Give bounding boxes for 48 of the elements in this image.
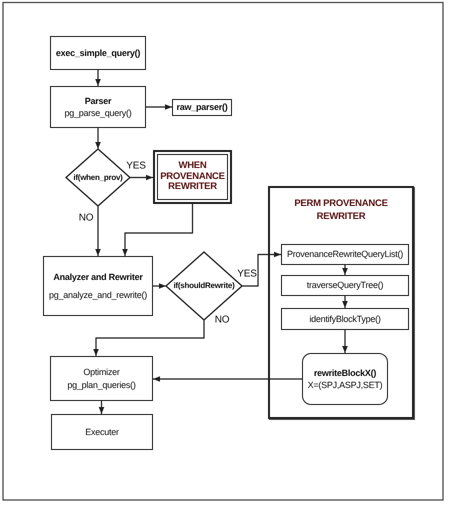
arrow <box>93 320 205 356</box>
arrow <box>153 376 302 382</box>
step-label: pg_analyze_and_rewrite() <box>48 290 148 300</box>
arrow <box>130 174 153 180</box>
process-box <box>281 244 409 265</box>
process-box <box>172 99 232 116</box>
step-label: pg_parse_query() <box>64 108 132 118</box>
arrow <box>242 252 281 287</box>
arrow <box>95 70 101 86</box>
process-box <box>51 414 153 450</box>
step-label: WHEN PROVENANCE REWRITER <box>159 160 226 194</box>
process-box <box>50 356 153 401</box>
step-label: exec_simple_query() <box>56 48 140 58</box>
step-label: raw_parser() <box>176 102 228 113</box>
step-label: traverseQueryTree() <box>306 280 384 291</box>
step-label: rewriteBlockX() <box>314 368 376 378</box>
double-bordered-box <box>153 150 232 204</box>
step-label: pg_plan_queries() <box>67 380 136 390</box>
edge-label: NO <box>78 212 94 224</box>
edge-label: NO <box>214 314 230 326</box>
condition-label: if(shouldRewrite) <box>173 281 235 291</box>
step-label: X=(SPJ,ASPJ,SET) <box>308 380 382 390</box>
step-label: Executer <box>85 426 119 438</box>
arrow <box>95 206 101 256</box>
process-box <box>50 36 146 70</box>
arrow <box>153 283 166 289</box>
condition-label: if(when_prov) <box>73 172 123 182</box>
step-label: Parser <box>84 96 112 106</box>
arrow <box>342 330 348 353</box>
arrow <box>95 128 101 149</box>
process-box <box>43 256 153 316</box>
rounded-process-box <box>302 353 388 405</box>
arrow <box>98 401 104 414</box>
arrow <box>342 296 348 308</box>
step-label: Optimizer <box>83 367 120 378</box>
edge-label: YES <box>125 160 147 172</box>
process-box <box>281 308 409 330</box>
step-label: Analyzer and Rewriter <box>53 272 143 282</box>
arrow <box>146 104 172 110</box>
group-title: PERM PROVENANCE REWRITER <box>293 198 389 224</box>
step-label: identifyBlockType() <box>309 314 381 324</box>
arrow <box>122 204 194 256</box>
step-label: ProvenanceRewriteQueryList() <box>286 249 404 260</box>
arrow <box>342 265 348 275</box>
process-box <box>281 275 409 296</box>
process-box <box>50 86 146 128</box>
edge-label: YES <box>236 268 258 280</box>
group-container <box>268 186 414 419</box>
